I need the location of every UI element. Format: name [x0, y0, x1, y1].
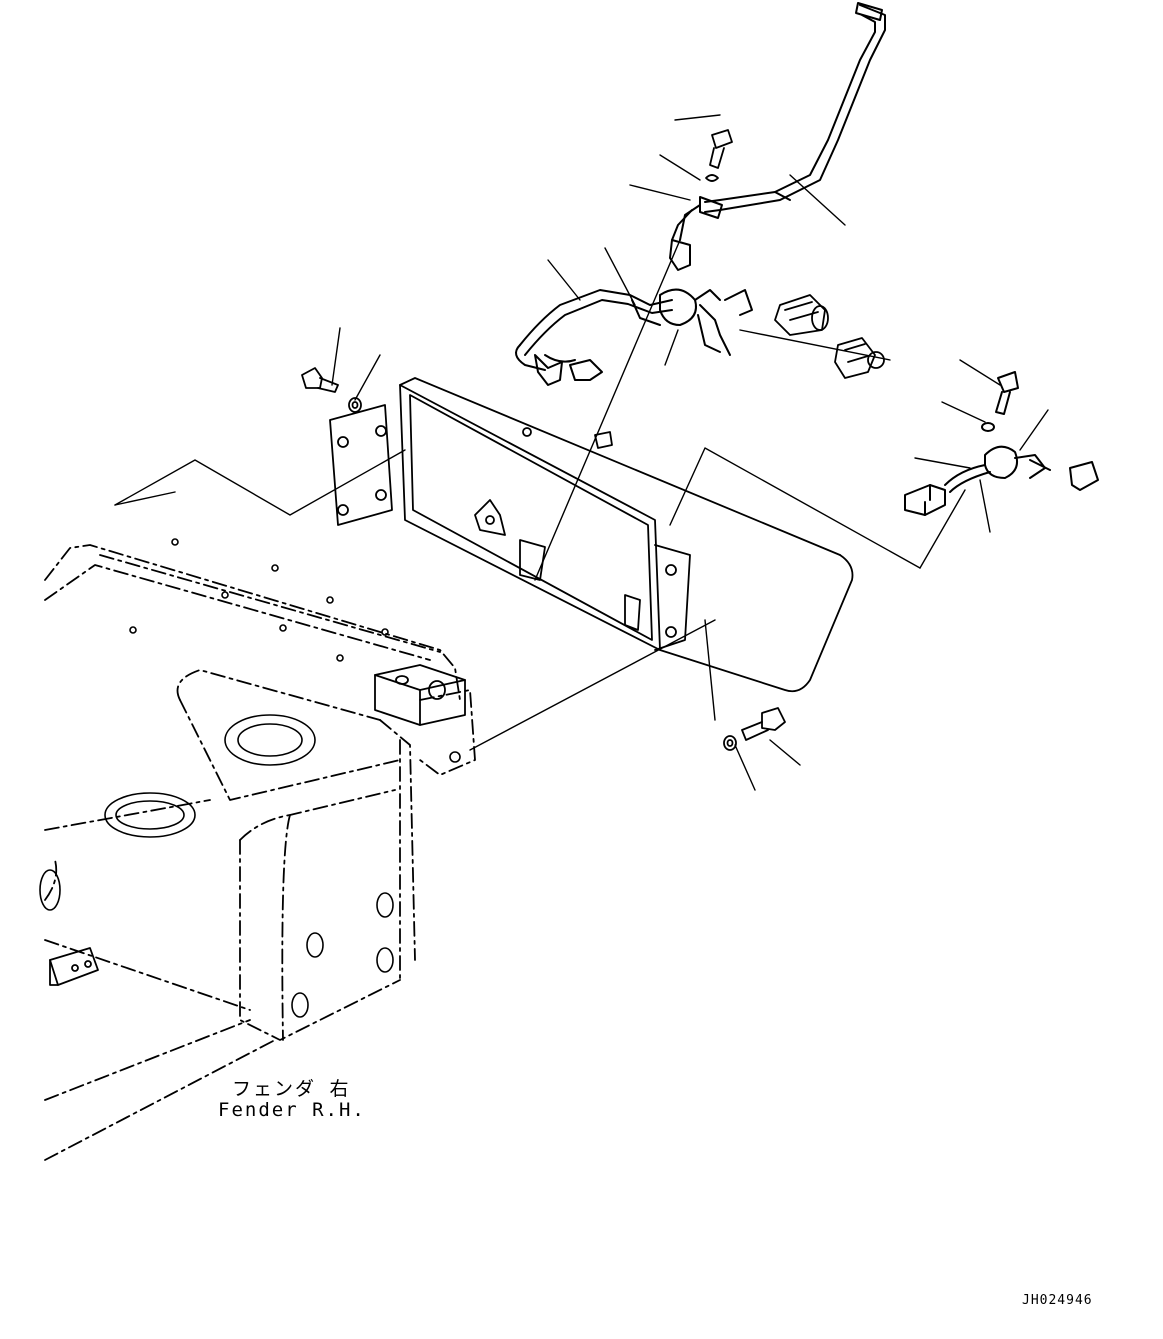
fender-body [44, 544, 476, 1161]
bolt-top [705, 129, 733, 182]
lamp-socket [774, 294, 885, 379]
bolt-left [301, 367, 362, 413]
fender-rh-label-en: Fender R.H. [218, 1099, 366, 1121]
lamp-harness [515, 288, 753, 386]
drawing-number: JH024946 [1022, 1293, 1093, 1308]
harness-cable [669, 2, 886, 271]
mounting-bracket [329, 377, 854, 693]
fender-holes [39, 538, 461, 1018]
leader-lines [114, 114, 1049, 791]
fender-rh-label-jp: フェンダ 右 [232, 1078, 351, 1100]
fender-blocks [49, 664, 466, 986]
lamp-harness-right [904, 371, 1099, 516]
bolt-bottom [723, 707, 786, 751]
